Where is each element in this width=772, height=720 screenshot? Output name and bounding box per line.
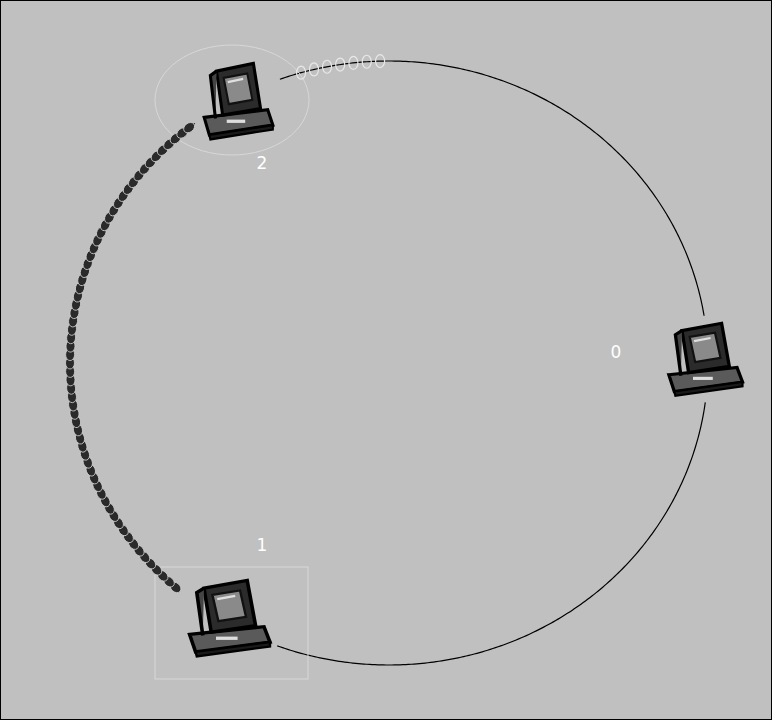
packet	[336, 58, 345, 71]
node-number: 2	[257, 155, 268, 172]
packet	[349, 56, 358, 69]
computer-icon	[660, 318, 748, 402]
host-node: 0	[660, 318, 748, 402]
packet-stream	[65, 55, 384, 595]
packet	[182, 120, 197, 135]
selection-box	[155, 567, 308, 679]
host-node: 1	[180, 575, 276, 663]
packet	[362, 55, 371, 68]
network-link	[70, 123, 195, 591]
node-number: 1	[257, 537, 268, 554]
computer-icon	[180, 575, 276, 663]
packet	[309, 63, 318, 76]
network-link	[280, 61, 704, 316]
network-link	[277, 402, 705, 665]
packet	[323, 60, 332, 73]
packet	[376, 55, 385, 68]
computer-icon	[196, 58, 278, 146]
host-node: 2	[196, 58, 278, 146]
node-number: 0	[611, 344, 622, 361]
selection-ring	[155, 45, 309, 155]
packet	[297, 66, 306, 79]
